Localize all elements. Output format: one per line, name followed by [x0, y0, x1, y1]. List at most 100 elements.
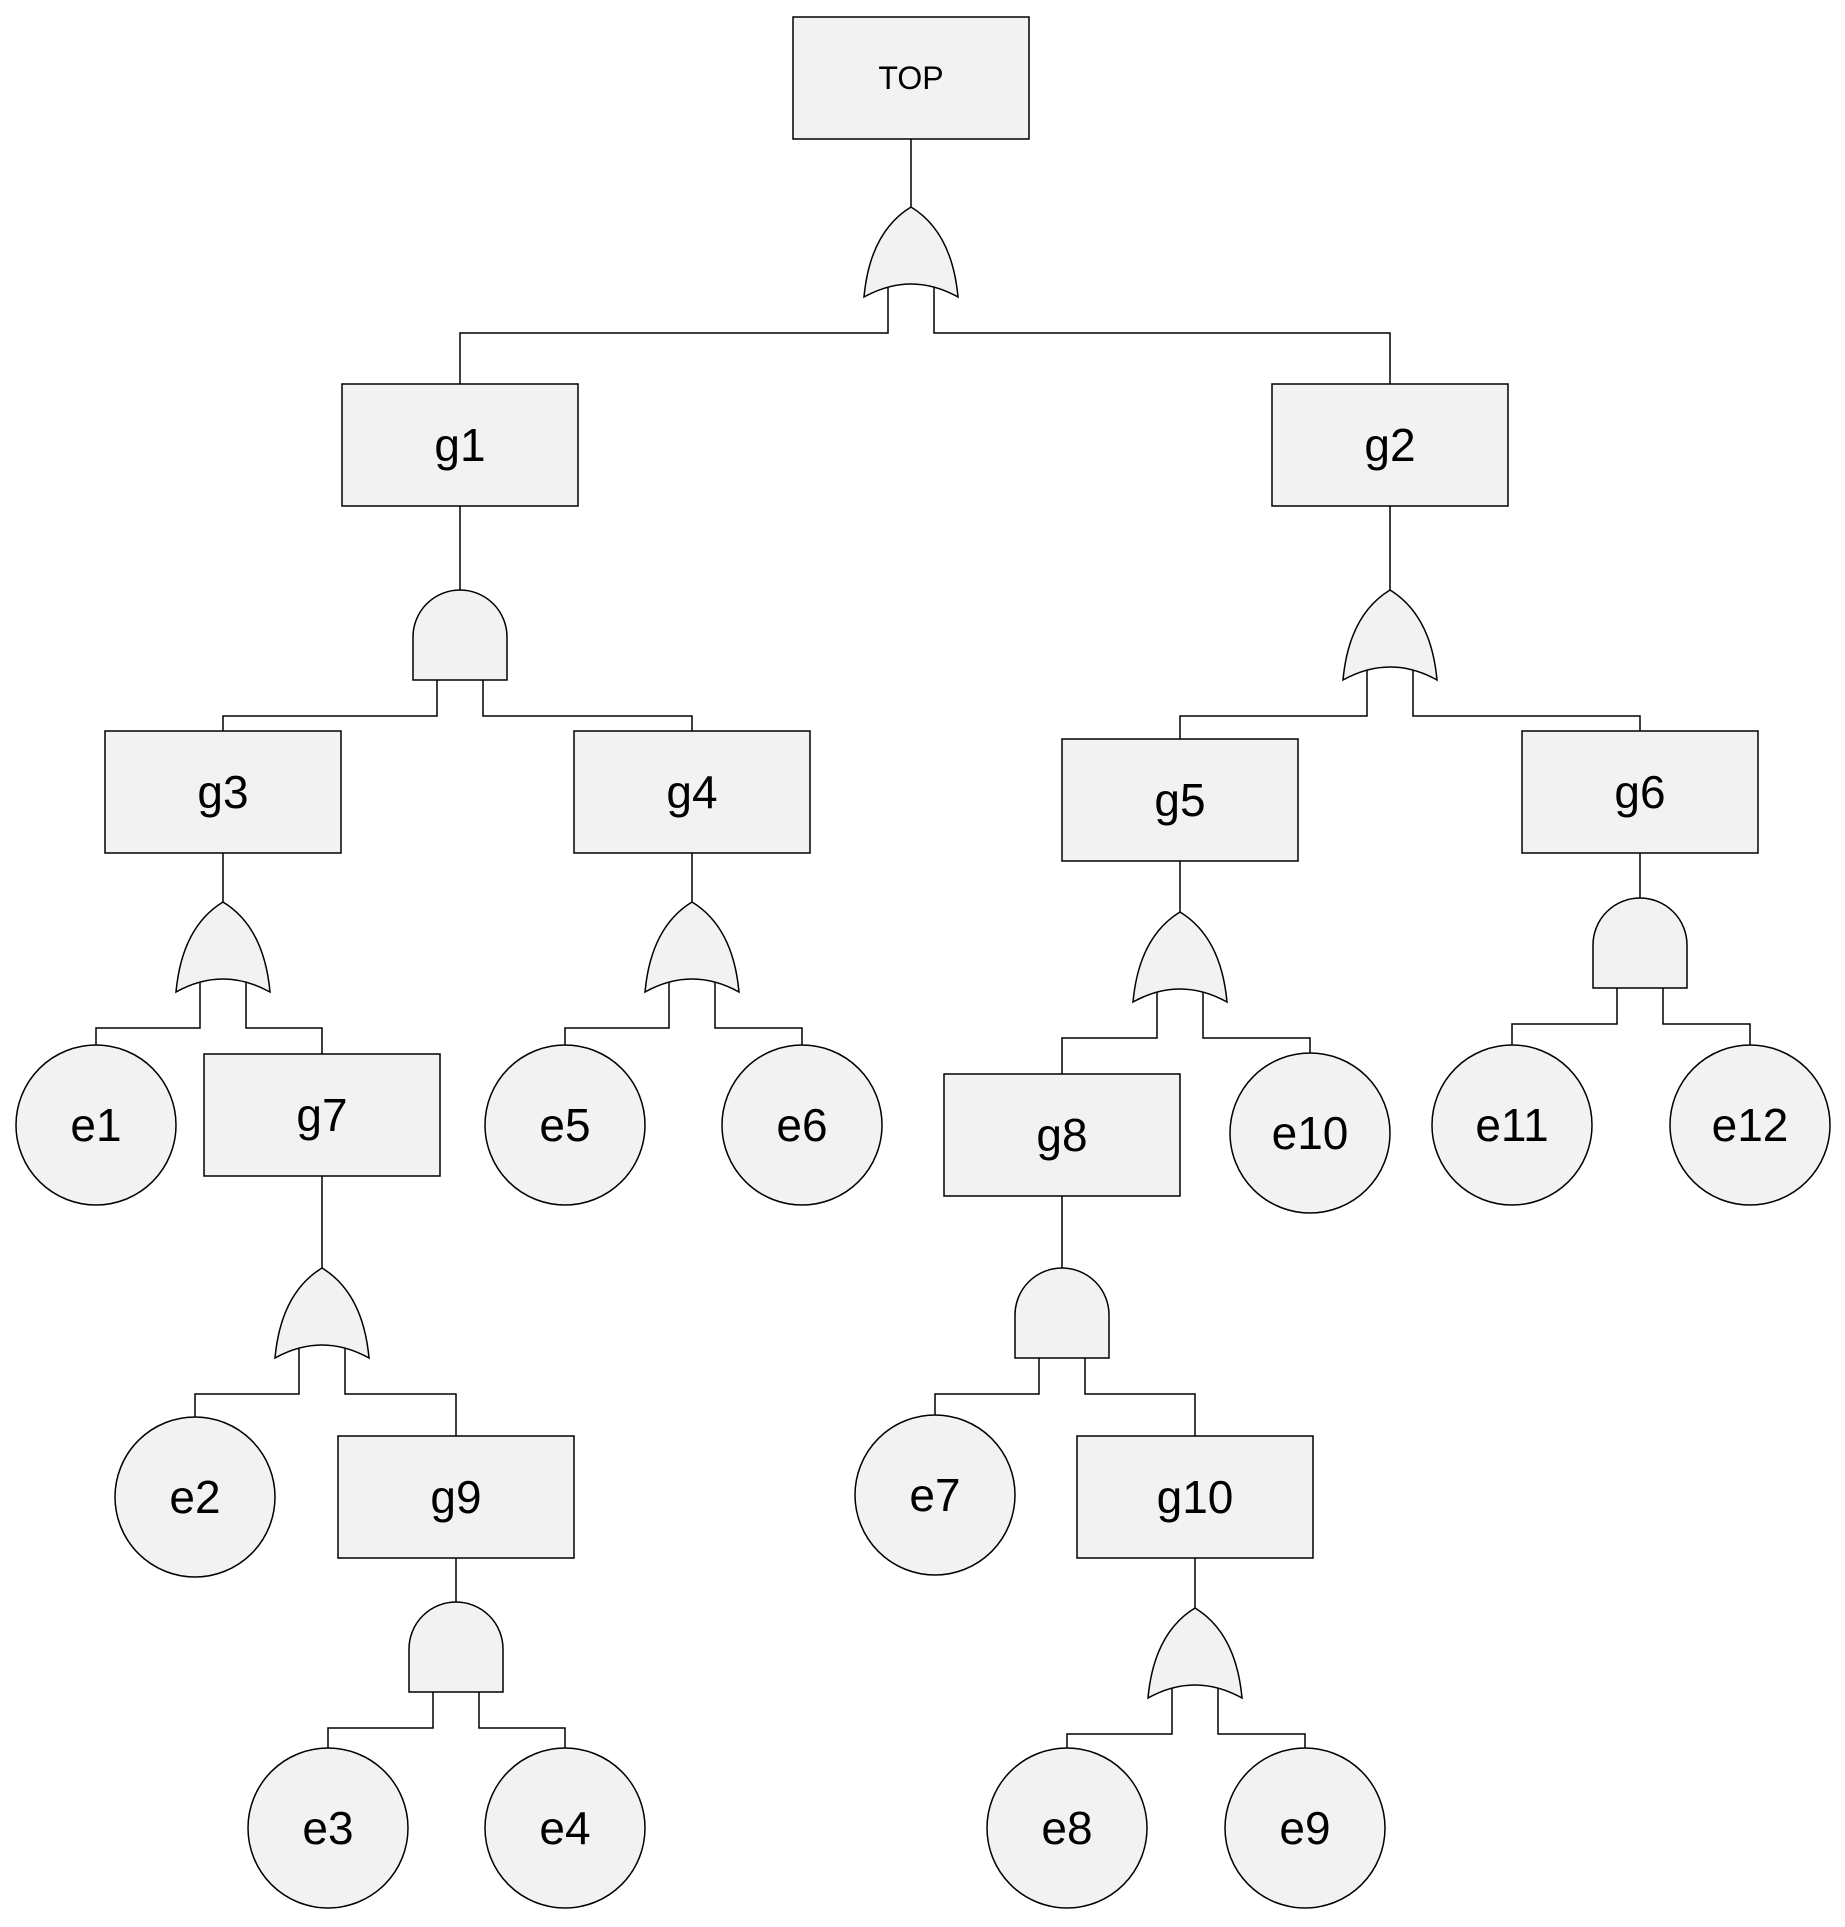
- wire-gate-g1-to-g4: [482, 680, 693, 731]
- wire-gate-g4-to-e6: [714, 978, 803, 1045]
- event-label: g5: [1154, 774, 1205, 826]
- basic-event-circle: [114, 1416, 276, 1578]
- basic-event-e5: e5: [484, 1044, 646, 1206]
- wire-gate-TOP-to-g2: [933, 283, 1391, 384]
- event-box-g8: g8: [943, 1073, 1181, 1197]
- basic-event-circle: [247, 1747, 409, 1909]
- event-box-frame: [341, 383, 579, 507]
- and-gate-icon: [1014, 1267, 1110, 1359]
- wire-gate-g7-to-g9: [344, 1344, 457, 1436]
- event-label: TOP: [878, 60, 943, 96]
- basic-event-e11: e11: [1431, 1044, 1593, 1206]
- basic-event-label: e6: [776, 1099, 827, 1151]
- logic-gates: [175, 206, 1688, 1700]
- basic-event-label: e5: [539, 1099, 590, 1151]
- event-box-frame: [104, 730, 342, 854]
- event-box-g9: g9: [337, 1435, 575, 1559]
- event-box-frame: [792, 16, 1030, 140]
- wire-gate-TOP-to-g1: [459, 283, 889, 384]
- or-gate-icon: [274, 1267, 370, 1360]
- event-box-g1: g1: [341, 383, 579, 507]
- event-box-g4: g4: [573, 730, 811, 854]
- event-box-g2: g2: [1271, 383, 1509, 507]
- wire-gate-g6-to-e11: [1511, 988, 1618, 1045]
- basic-event-label: e12: [1712, 1099, 1789, 1151]
- basic-event-circle: [1669, 1044, 1831, 1206]
- basic-event-circle: [1224, 1747, 1386, 1909]
- or-gate-icon: [175, 901, 271, 994]
- event-box-frame: [1076, 1435, 1314, 1559]
- basic-event-e12: e12: [1669, 1044, 1831, 1206]
- basic-event-circle: [1431, 1044, 1593, 1206]
- wire-gate-g6-to-e12: [1662, 988, 1751, 1045]
- wire-gate-g3-to-e1: [95, 978, 201, 1045]
- or-gate-icon: [1132, 911, 1228, 1004]
- basic-event-label: e8: [1041, 1802, 1092, 1854]
- event-label: g3: [197, 766, 248, 818]
- connector-lines: [95, 139, 1751, 1748]
- wire-gate-g5-to-g8: [1061, 988, 1158, 1074]
- event-box-g10: g10: [1076, 1435, 1314, 1559]
- basic-event-label: e11: [1475, 1099, 1548, 1151]
- or-gate-icon: [1147, 1607, 1243, 1700]
- basic-event-e3: e3: [247, 1747, 409, 1909]
- or-gate-icon: [863, 206, 959, 299]
- wire-gate-g1-to-g3: [222, 680, 438, 731]
- basic-event-circle: [484, 1044, 646, 1206]
- basic-event-e4: e4: [484, 1747, 646, 1909]
- event-label: g1: [434, 419, 485, 471]
- event-box-g7: g7: [203, 1053, 441, 1177]
- event-box-TOP: TOP: [792, 16, 1030, 140]
- event-box-g6: g6: [1521, 730, 1759, 854]
- or-gate-icon: [644, 901, 740, 994]
- wire-gate-g9-to-e3: [327, 1692, 434, 1748]
- wire-gate-g10-to-e8: [1066, 1684, 1173, 1748]
- wire-gate-g9-to-e4: [478, 1692, 566, 1748]
- wire-gate-g2-to-g6: [1412, 666, 1641, 731]
- event-box-frame: [1271, 383, 1509, 507]
- basic-event-circle: [721, 1044, 883, 1206]
- event-box-frame: [943, 1073, 1181, 1197]
- event-box-g5: g5: [1061, 738, 1299, 862]
- basic-event-e8: e8: [986, 1747, 1148, 1909]
- event-label: g8: [1036, 1109, 1087, 1161]
- basic-event-label: e9: [1279, 1802, 1330, 1854]
- basic-event-label: e1: [70, 1099, 121, 1151]
- wire-gate-g8-to-e7: [934, 1358, 1040, 1415]
- basic-event-circle: [986, 1747, 1148, 1909]
- event-label: g7: [296, 1089, 347, 1141]
- event-label: g2: [1364, 419, 1415, 471]
- basic-event-circle: [854, 1414, 1016, 1576]
- event-box-frame: [337, 1435, 575, 1559]
- basic-event-e9: e9: [1224, 1747, 1386, 1909]
- basic-event-e2: e2: [114, 1416, 276, 1578]
- event-box-g3: g3: [104, 730, 342, 854]
- wire-gate-g2-to-g5: [1179, 666, 1368, 739]
- basic-event-e6: e6: [721, 1044, 883, 1206]
- event-box-frame: [1061, 738, 1299, 862]
- wire-gate-g4-to-e5: [564, 978, 670, 1045]
- basic-event-circle: [484, 1747, 646, 1909]
- or-gate-icon: [1342, 589, 1438, 682]
- event-box-frame: [1521, 730, 1759, 854]
- wire-gate-g7-to-e2: [194, 1344, 300, 1417]
- basic-event-label: e3: [302, 1802, 353, 1854]
- event-label: g9: [430, 1471, 481, 1523]
- event-box-frame: [573, 730, 811, 854]
- basic-event-e10: e10: [1229, 1052, 1391, 1214]
- event-nodes: TOP g1 g2 g3 g4 g5 g6 g7 g8 g9 g10 e1 e2 e3 e4 e5 e6 e7 e8…: [15, 16, 1831, 1909]
- basic-event-label: e4: [539, 1802, 590, 1854]
- and-gate-icon: [1592, 897, 1688, 989]
- wire-gate-g8-to-g10: [1084, 1358, 1196, 1436]
- wire-gate-g5-to-e10: [1202, 988, 1311, 1053]
- wire-gate-g3-to-g7: [245, 978, 323, 1054]
- basic-event-e7: e7: [854, 1414, 1016, 1576]
- event-label: g6: [1614, 766, 1665, 818]
- and-gate-icon: [408, 1601, 504, 1693]
- basic-event-label: e2: [169, 1471, 220, 1523]
- basic-event-label: e10: [1272, 1107, 1349, 1159]
- basic-event-e1: e1: [15, 1044, 177, 1206]
- wire-gate-g10-to-e9: [1217, 1684, 1306, 1748]
- event-label: g4: [666, 766, 717, 818]
